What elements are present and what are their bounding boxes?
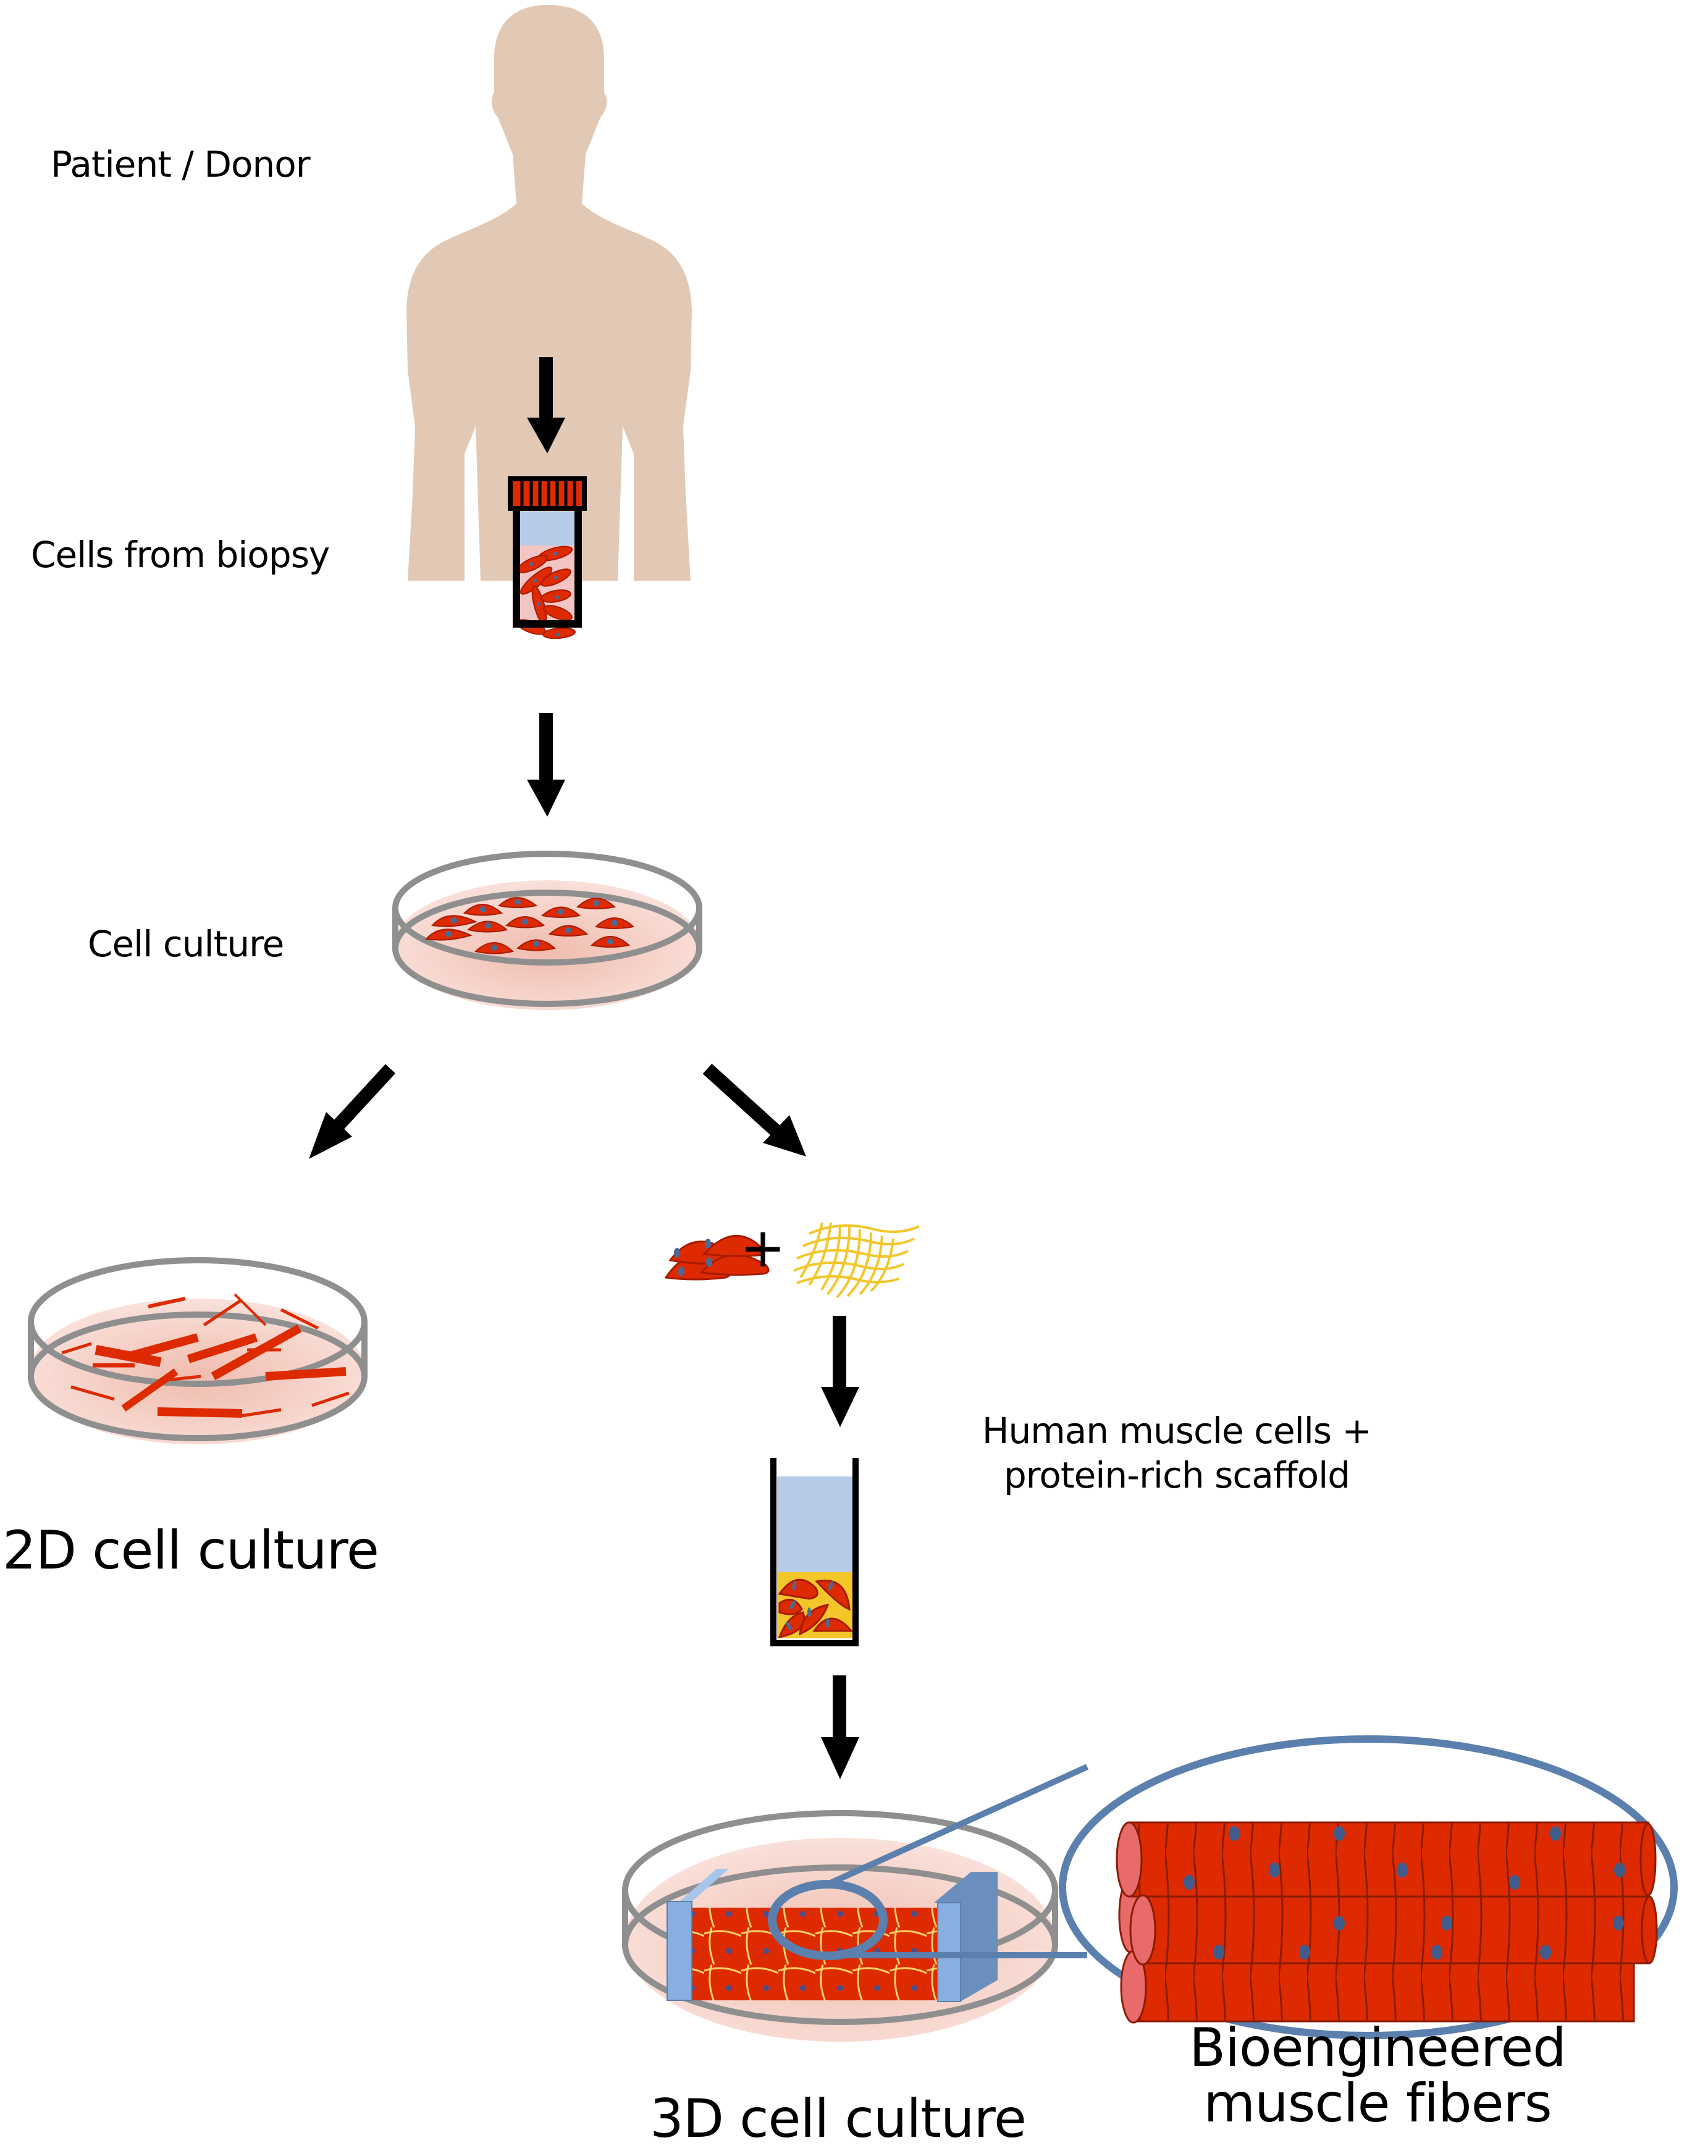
label-bioengineered-fibers: Bioengineered muscle fibers [1161,2020,1594,2132]
arrow-down-icon [527,713,565,817]
label-fibers-line2: muscle fibers [1203,2073,1552,2135]
label-cell-culture: Cell culture [88,923,284,965]
arrow-down-right-icon [702,1063,806,1156]
label-mixture-line2: protein-rich scaffold [1003,1454,1350,1496]
label-patient-donor: Patient / Donor [51,143,311,185]
biopsy-tube-icon [508,476,587,639]
arrow-down-icon [821,1316,859,1427]
muscle-cells-cluster-icon [664,1235,770,1281]
label-fibers-line1: Bioengineered [1189,2017,1567,2079]
arrow-down-left-icon [309,1064,396,1159]
label-3d-cell-culture: 3D cell culture [650,2088,1027,2150]
arrow-down-icon [527,357,565,453]
human-silhouette-icon [406,5,692,581]
label-mixture-line1: Human muscle cells + [982,1410,1372,1452]
label-mixture: Human muscle cells + protein-rich scaffo… [967,1410,1387,1496]
label-2d-cell-culture: 2D cell culture [2,1520,379,1581]
petri-dish-cell-culture-icon [392,851,702,1010]
plus-sign: + [740,1216,786,1279]
arrow-down-icon [821,1675,859,1779]
protein-scaffold-mesh-icon [793,1222,920,1299]
label-cells-from-biopsy: Cells from biopsy [31,534,330,576]
muscle-fiber-bundle-icon [1116,1821,1658,2024]
petri-dish-2d-culture-icon [28,1257,368,1444]
scaffold-container-icon [770,1458,859,1646]
